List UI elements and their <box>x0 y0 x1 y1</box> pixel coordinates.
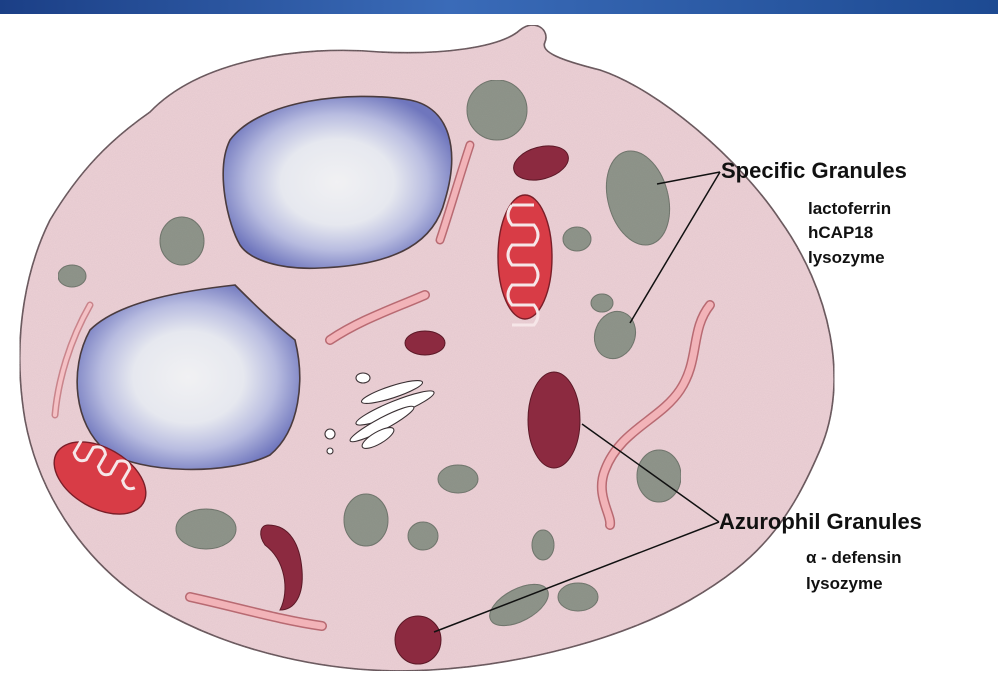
specific-granules-label: Specific Granules <box>721 158 907 184</box>
azurophil-content-1: α - defensin <box>806 548 901 568</box>
specific-content-3: lysozyme <box>808 248 885 268</box>
azurophil-granules-label: Azurophil Granules <box>719 509 922 535</box>
azurophil-content-2: lysozyme <box>806 574 883 594</box>
nucleus-lobe-upper <box>223 96 451 268</box>
specific-content-2: hCAP18 <box>808 223 873 243</box>
specific-content-1: lactoferrin <box>808 199 891 219</box>
